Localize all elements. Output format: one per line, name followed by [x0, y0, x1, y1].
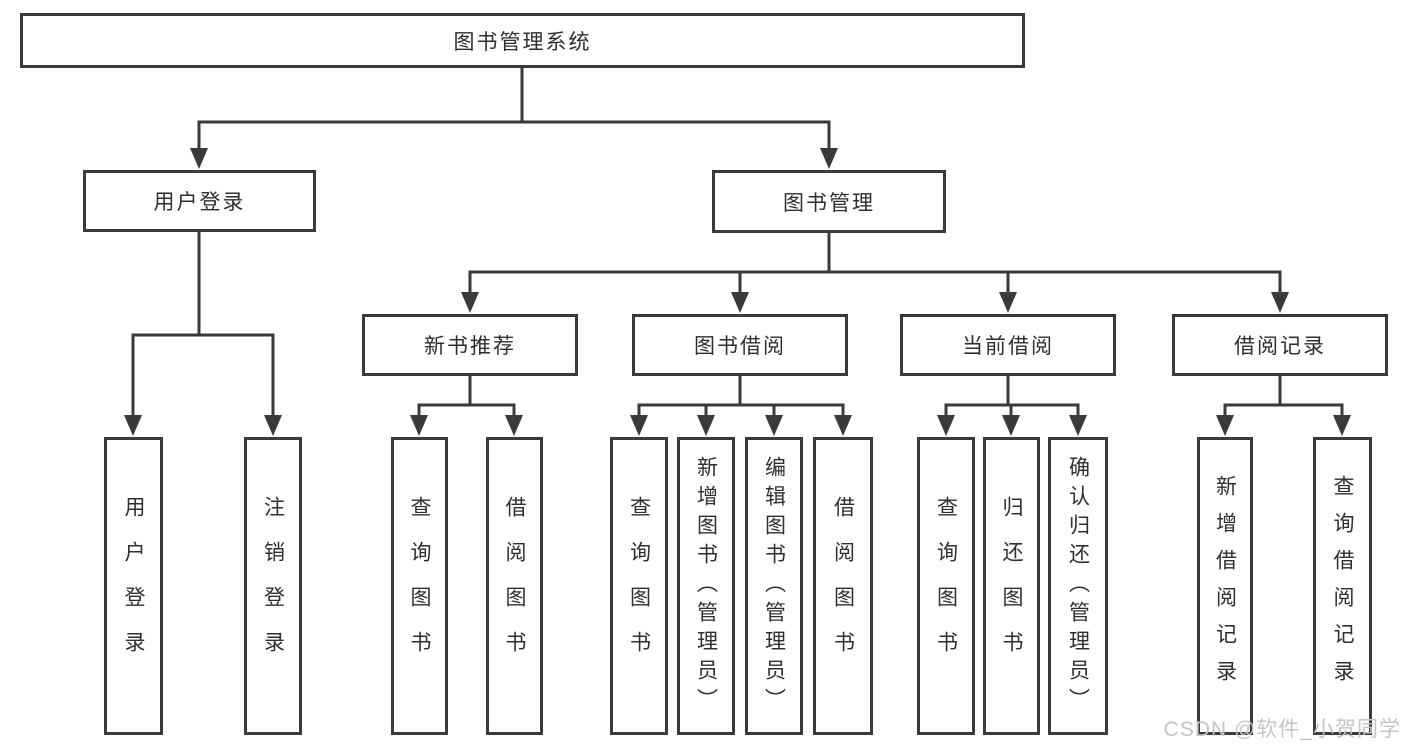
- node-label: 借阅记录: [1234, 335, 1326, 358]
- leaf-label: 借阅图书: [831, 496, 855, 676]
- leaf-add-borrow-record: 新增借阅记录: [1197, 437, 1253, 735]
- arrowhead: [1002, 415, 1020, 436]
- leaf-label: 新增图书（管理员）: [694, 455, 718, 717]
- node-label: 用户登录: [153, 191, 246, 214]
- leaf-label: 注销登录: [261, 496, 285, 676]
- leaf-edit-books-admin: 编辑图书（管理员）: [745, 437, 803, 735]
- arrowhead: [999, 292, 1017, 313]
- leaf-return-books: 归还图书: [983, 437, 1040, 735]
- leaf-label: 新增借阅记录: [1213, 475, 1237, 697]
- leaf-label: 确认归还（管理员）: [1066, 455, 1090, 717]
- node-library-management-system: 图书管理系统: [20, 13, 1025, 68]
- leaf-query-books-current: 查询图书: [917, 437, 975, 735]
- arrowhead: [461, 292, 479, 313]
- node-label: 图书管理系统: [453, 30, 592, 54]
- leaf-label: 借阅图书: [503, 496, 526, 676]
- leaf-label: 查询图书: [408, 496, 431, 676]
- leaf-add-books-admin: 新增图书（管理员）: [677, 437, 735, 735]
- arrowhead: [731, 292, 749, 313]
- leaf-query-books-borrow: 查询图书: [610, 437, 668, 735]
- leaf-label: 用户登录: [122, 496, 145, 676]
- leaf-logout: 注销登录: [244, 437, 302, 735]
- csdn-watermark: CSDN @软件_小贺同学: [1163, 718, 1401, 741]
- node-label: 图书借阅: [694, 335, 786, 358]
- arrowhead: [1333, 415, 1351, 436]
- leaf-label: 查询借阅记录: [1331, 475, 1354, 697]
- arrowhead: [1216, 415, 1234, 436]
- arrowhead: [697, 415, 715, 436]
- arrowhead: [1069, 415, 1087, 436]
- leaf-label: 编辑图书（管理员）: [762, 455, 786, 717]
- node-label: 图书管理: [783, 191, 875, 215]
- node-label: 新书推荐: [424, 335, 516, 358]
- node-book-management: 图书管理: [712, 170, 946, 233]
- leaf-borrow-books-recommend: 借阅图书: [486, 437, 543, 735]
- arrowhead: [190, 148, 208, 169]
- arrowhead: [124, 415, 142, 436]
- arrowhead: [410, 415, 428, 436]
- node-user-login: 用户登录: [83, 170, 316, 232]
- leaf-query-books-recommend: 查询图书: [391, 437, 448, 735]
- node-label: 当前借阅: [962, 335, 1054, 358]
- arrowhead: [505, 415, 523, 436]
- arrowhead: [937, 415, 955, 436]
- leaf-user-login: 用户登录: [104, 437, 163, 735]
- arrowhead: [1271, 292, 1289, 313]
- arrowhead: [630, 415, 648, 436]
- arrowhead: [834, 415, 852, 436]
- node-borrow-records: 借阅记录: [1172, 314, 1388, 376]
- arrowhead: [264, 415, 282, 436]
- arrowhead: [820, 148, 838, 169]
- arrowhead: [765, 415, 783, 436]
- leaf-query-borrow-record: 查询借阅记录: [1313, 437, 1372, 735]
- node-new-book-recommend: 新书推荐: [362, 314, 578, 376]
- leaf-borrow-books: 借阅图书: [813, 437, 873, 735]
- leaf-label: 归还图书: [1000, 496, 1023, 676]
- node-book-borrow: 图书借阅: [632, 314, 848, 376]
- leaf-label: 查询图书: [934, 496, 958, 676]
- node-current-borrow: 当前借阅: [900, 314, 1116, 376]
- leaf-confirm-return-admin: 确认归还（管理员）: [1048, 437, 1108, 735]
- leaf-label: 查询图书: [627, 496, 651, 676]
